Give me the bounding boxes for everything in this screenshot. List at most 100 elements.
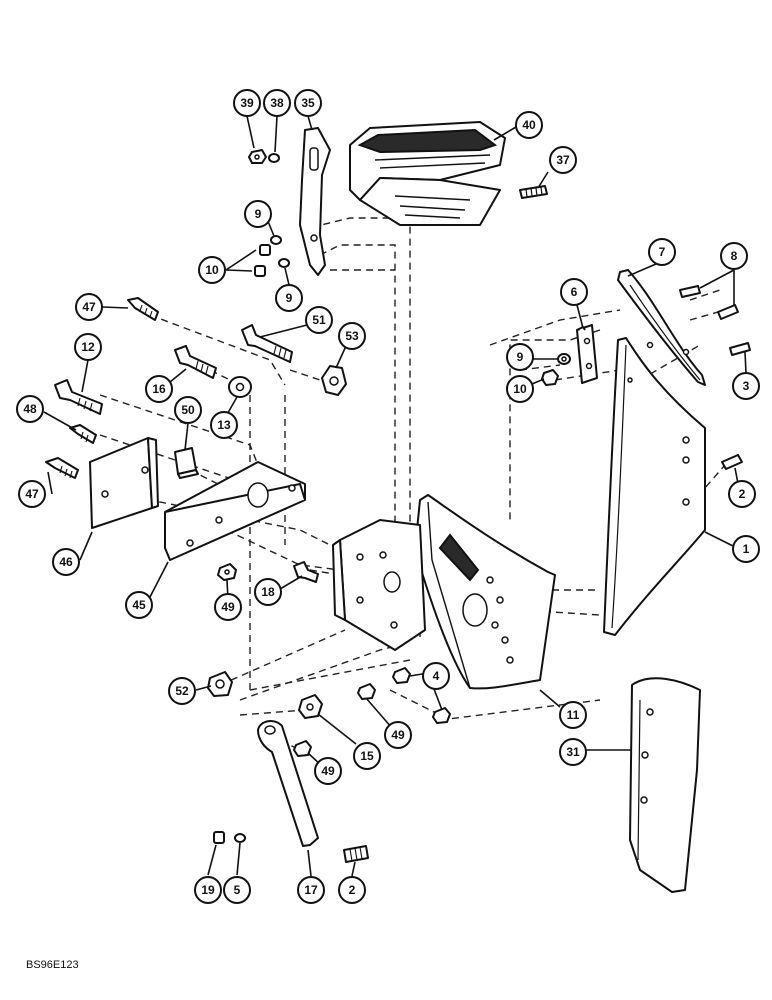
- callout-53: 53: [338, 322, 366, 350]
- part-11-frog: [414, 494, 556, 690]
- callout-45: 45: [125, 591, 153, 619]
- callout-37: 37: [549, 146, 577, 174]
- part-38-washer: [268, 153, 280, 163]
- part-10-nut-right: [541, 369, 559, 386]
- callout-9-right: 9: [506, 343, 534, 371]
- part-17-rod: [257, 720, 319, 847]
- callout-51: 51: [305, 306, 333, 334]
- svg-text:9: 9: [517, 350, 524, 364]
- part-2-bolt-lower: [343, 845, 369, 863]
- svg-text:40: 40: [522, 118, 536, 132]
- svg-text:3: 3: [743, 379, 750, 393]
- part-35-plate: [299, 127, 331, 276]
- callout-49-lower: 49: [314, 757, 342, 785]
- svg-text:16: 16: [152, 382, 166, 396]
- svg-text:53: 53: [345, 329, 359, 343]
- part-40-cover: [349, 121, 506, 226]
- part-50-nut-plate: [174, 447, 199, 479]
- part-19-nut: [213, 831, 225, 844]
- part-46-plate: [89, 437, 159, 529]
- part-15-nut: [298, 694, 323, 719]
- svg-text:15: 15: [360, 749, 374, 763]
- part-6-block: [576, 324, 598, 384]
- svg-text:1: 1: [743, 542, 750, 556]
- svg-text:7: 7: [659, 245, 666, 259]
- callout-2-right: 2: [728, 480, 756, 508]
- part-45-plate: [164, 461, 306, 561]
- callout-49-mid: 49: [384, 721, 412, 749]
- part-47-bolt-lower: [45, 457, 79, 479]
- callout-38: 38: [263, 89, 291, 117]
- part-10-nut-lower: [254, 265, 266, 277]
- part-39-nut: [248, 149, 267, 164]
- part-47-bolt-upper: [127, 297, 159, 321]
- svg-text:4: 4: [433, 669, 440, 683]
- callout-9-mid: 9: [275, 284, 303, 312]
- svg-text:50: 50: [181, 403, 195, 417]
- svg-text:49: 49: [221, 600, 235, 614]
- svg-text:49: 49: [391, 728, 405, 742]
- callout-52: 52: [168, 677, 196, 705]
- callout-1: 1: [732, 535, 760, 563]
- callout-16: 16: [145, 375, 173, 403]
- part-9-washer-lower: [278, 258, 290, 268]
- callouts: 39 38 35 40 37 9 10 9 7 8 47 51 53 6 9 1…: [16, 89, 760, 904]
- svg-text:5: 5: [234, 883, 241, 897]
- callout-9-upper: 9: [244, 200, 272, 228]
- part-4-nut-b: [432, 707, 451, 724]
- svg-text:18: 18: [261, 585, 275, 599]
- svg-text:46: 46: [59, 555, 73, 569]
- part-12-bolt: [54, 379, 103, 415]
- svg-text:9: 9: [286, 291, 293, 305]
- part-9-washer-upper: [270, 235, 282, 245]
- callout-10-upper: 10: [198, 256, 226, 284]
- svg-text:35: 35: [301, 96, 315, 110]
- svg-text:6: 6: [571, 285, 578, 299]
- callout-49-upper: 49: [214, 593, 242, 621]
- svg-text:13: 13: [217, 418, 231, 432]
- callout-12: 12: [74, 333, 102, 361]
- callout-6: 6: [560, 278, 588, 306]
- callout-15: 15: [353, 742, 381, 770]
- callout-50: 50: [174, 396, 202, 424]
- callout-18: 18: [254, 578, 282, 606]
- part-3-bolt: [729, 342, 751, 356]
- part-2-bolt-right: [721, 454, 743, 470]
- part-37-bolt: [519, 185, 548, 199]
- svg-text:47: 47: [82, 300, 96, 314]
- part-4-nut-a: [392, 667, 411, 684]
- part-16-bolt: [174, 345, 217, 379]
- svg-text:2: 2: [349, 883, 356, 897]
- part-51-bolt: [241, 324, 293, 363]
- svg-text:48: 48: [23, 402, 37, 416]
- callout-7: 7: [648, 238, 676, 266]
- callout-3: 3: [732, 372, 760, 400]
- svg-text:12: 12: [81, 340, 95, 354]
- svg-text:51: 51: [312, 313, 326, 327]
- part-49-nut-upper: [217, 563, 237, 581]
- callout-2-lower: 2: [338, 876, 366, 904]
- svg-text:2: 2: [739, 487, 746, 501]
- callout-46: 46: [52, 548, 80, 576]
- callout-39: 39: [233, 89, 261, 117]
- callout-5: 5: [223, 876, 251, 904]
- part-bracket: [332, 519, 426, 651]
- svg-text:52: 52: [175, 684, 189, 698]
- callout-31: 31: [559, 738, 587, 766]
- callout-13: 13: [210, 411, 238, 439]
- svg-text:10: 10: [205, 263, 219, 277]
- part-1-moldboard: [603, 337, 706, 636]
- callout-47-lower: 47: [18, 480, 46, 508]
- svg-text:37: 37: [556, 153, 570, 167]
- svg-text:11: 11: [567, 708, 580, 722]
- part-5-washer: [234, 833, 246, 843]
- part-10-nut-upper: [259, 244, 271, 256]
- part-13-washer: [228, 376, 252, 398]
- callout-35: 35: [294, 89, 322, 117]
- drawing-code: BS96E123: [26, 959, 79, 971]
- part-48-bolt: [69, 424, 97, 444]
- part-53-plate: [321, 365, 347, 396]
- callout-10-right: 10: [506, 375, 534, 403]
- callout-11: 11: [559, 701, 587, 729]
- callout-8: 8: [720, 242, 748, 270]
